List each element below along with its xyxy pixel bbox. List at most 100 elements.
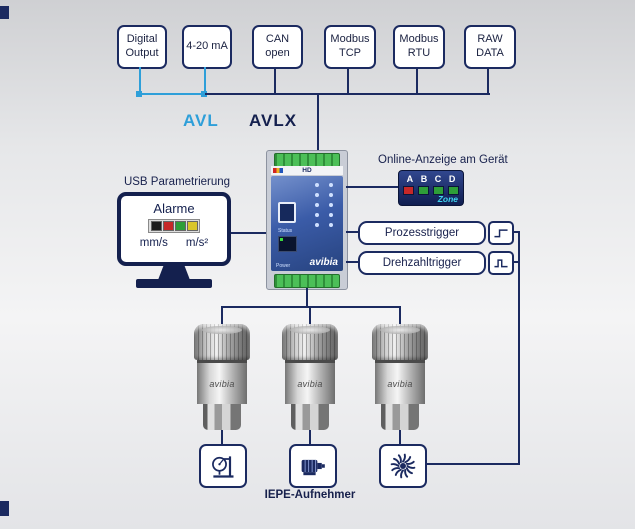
zone-indicator-led — [433, 186, 444, 195]
terminal-block-bottom — [274, 274, 340, 288]
output-box-4-20ma: 4-20 mA — [182, 25, 232, 69]
alarm-led — [162, 221, 174, 231]
zone-letter: B — [420, 174, 428, 184]
iepe-caption: IEPE-Aufnehmer — [264, 489, 356, 501]
unit-m-s2: m/s² — [185, 237, 209, 249]
sensor-drop-line — [221, 306, 223, 326]
unit-mm-s: mm/s — [139, 237, 168, 249]
sensor-groove — [197, 360, 247, 363]
sensor-cap — [282, 324, 338, 360]
zone-indicator-led — [448, 186, 459, 195]
output-box-canopen: CAN open — [252, 25, 303, 69]
link-led-icon — [280, 238, 283, 241]
led-icon — [329, 193, 333, 197]
motor-icon — [301, 459, 325, 476]
terminal-block-top — [274, 153, 340, 167]
output-box-modbus-rtu: Modbus RTU — [393, 25, 445, 69]
alarm-led — [174, 221, 186, 231]
sensor-groove — [285, 360, 335, 363]
device-type-strip: HD — [271, 166, 343, 175]
sensor-top — [380, 326, 420, 334]
monitor-stand — [158, 265, 190, 280]
device-brand: avibia — [309, 257, 338, 268]
led-icon — [315, 213, 319, 217]
sensor-nut — [381, 404, 419, 430]
output-box-raw-data: RAW DATA — [464, 25, 516, 69]
device-type-label: HD — [302, 167, 312, 174]
monitor-device-line — [227, 232, 266, 234]
trigger-line — [346, 261, 358, 263]
machine-box-fan — [379, 444, 427, 488]
zone-letter: C — [434, 174, 442, 184]
sensor-body: avibia — [197, 363, 247, 404]
avl-junction-dot — [201, 91, 207, 97]
alarm-led — [186, 221, 198, 231]
output-box-modbus-tcp: Modbus TCP — [324, 25, 376, 69]
step-signal-icon — [488, 221, 514, 245]
pulse-signal-icon — [488, 251, 514, 275]
avl-junction-dot — [136, 91, 142, 97]
pc-monitor: Alarme mm/s m/s² — [117, 192, 231, 266]
zone-letter: D — [448, 174, 456, 184]
speed-trigger-box: Drehzahltrigger — [358, 251, 486, 275]
avl-drop-line — [204, 67, 206, 95]
sensor-top — [202, 326, 242, 334]
avlx-drop-line — [487, 67, 489, 95]
ethernet-port — [278, 236, 297, 252]
iepe-sensor-2: avibia — [282, 324, 338, 430]
avlx-drop-line — [274, 67, 276, 95]
avl-label: AVL — [183, 111, 219, 130]
fan-icon — [390, 453, 416, 479]
sensor-cap — [372, 324, 428, 360]
dial-gauge-icon — [212, 456, 234, 478]
trigger-machine-line — [427, 463, 520, 465]
avibia-controller-device: HD Status Power avibia — [266, 150, 348, 290]
process-trigger-box: Prozesstrigger — [358, 221, 486, 245]
device-front-panel: Status Power avibia — [271, 176, 343, 271]
trigger-line — [346, 231, 358, 233]
zone-label: Zone — [437, 194, 458, 204]
sensor-brand: avibia — [387, 378, 413, 389]
led-icon — [315, 203, 319, 207]
corner-mark-bottom — [0, 501, 9, 516]
machine-box-dial-gauge — [199, 444, 247, 488]
zone-letter: A — [406, 174, 414, 184]
trigger-bus-line — [514, 231, 520, 233]
iepe-sensor-1: avibia — [194, 324, 250, 430]
sensor-machine-line — [309, 430, 311, 446]
avlx-drop-line — [347, 67, 349, 95]
usb-caption: USB Parametrierung — [123, 176, 231, 188]
sensor-body: avibia — [375, 363, 425, 404]
monitor-base — [136, 279, 212, 288]
sensor-top — [290, 326, 330, 334]
sensor-nut — [291, 404, 329, 430]
online-display: A B C D Zone — [398, 170, 464, 206]
avl-bus-line — [139, 93, 206, 95]
led-icon — [329, 183, 333, 187]
led-icon — [315, 223, 319, 227]
online-display-caption: Online-Anzeige am Gerät — [378, 154, 508, 166]
usb-port — [278, 202, 296, 223]
zone-indicators — [399, 186, 463, 195]
sensor-brand: avibia — [209, 378, 235, 389]
device-sensor-line — [306, 288, 308, 308]
led-icon — [329, 223, 333, 227]
led-icon — [315, 193, 319, 197]
led-icon — [329, 203, 333, 207]
power-label: Power — [276, 263, 291, 269]
status-led-column — [315, 183, 335, 227]
monitor-screen-title: Alarme — [153, 201, 195, 216]
zone-indicator-led — [403, 186, 414, 195]
sensor-cap — [194, 324, 250, 360]
avlx-label: AVLX — [249, 111, 298, 130]
corner-mark-top — [0, 6, 9, 19]
sensor-machine-line — [399, 430, 401, 446]
zone-letters: A B C D — [399, 174, 463, 184]
machine-box-motor — [289, 444, 337, 488]
sensor-brand: avibia — [297, 378, 323, 389]
led-icon — [329, 213, 333, 217]
sensor-drop-line — [309, 306, 311, 326]
status-label: Status — [278, 228, 293, 234]
right-bus-line — [518, 231, 520, 465]
